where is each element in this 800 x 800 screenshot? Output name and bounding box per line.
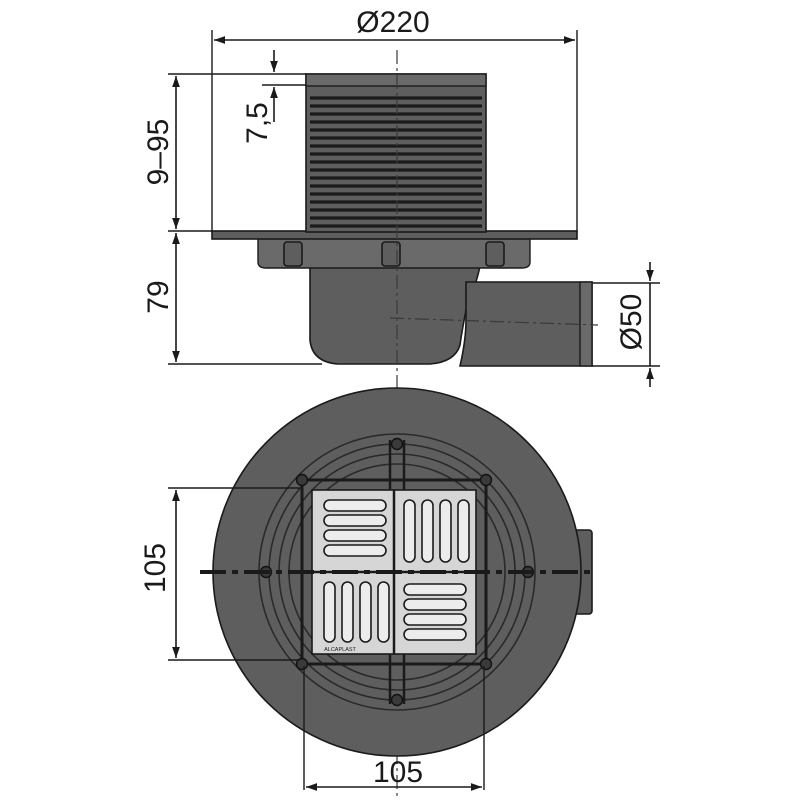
outlet-pipe: [458, 281, 593, 367]
diameter-220-label: Ø220: [356, 6, 429, 39]
thread-ribs: [310, 96, 482, 228]
slot-14: [403, 613, 467, 626]
width-105-label: 105: [373, 756, 423, 789]
outlet-pipe-end: [579, 281, 593, 367]
grate-logo: ALCAPLAST: [324, 647, 356, 653]
slot-12: [403, 583, 467, 596]
screw-1: [479, 473, 493, 487]
slot-3: [323, 544, 387, 557]
flange-boss-2: [381, 241, 401, 267]
grate-slots: [323, 499, 470, 643]
offset-7-5-label: 7,5: [241, 102, 274, 144]
screw-5: [390, 693, 404, 707]
slot-13: [403, 598, 467, 611]
slot-15: [403, 628, 467, 641]
screw-3: [479, 657, 493, 671]
screw-2: [295, 657, 309, 671]
slot-5: [421, 499, 434, 563]
height-79-label: 79: [142, 280, 175, 313]
height-105-label: 105: [139, 543, 172, 593]
slot-11: [377, 581, 390, 643]
screw-4: [390, 437, 404, 451]
top-view: ALCAPLAST 105 105: [139, 387, 596, 791]
drain-body: [309, 265, 481, 365]
diameter-50-label: Ø50: [615, 294, 648, 351]
slot-4: [403, 499, 416, 563]
grate-screws: [259, 437, 535, 707]
extension-rim: [305, 73, 487, 87]
slot-8: [323, 581, 336, 643]
slot-6: [439, 499, 452, 563]
slot-10: [359, 581, 372, 643]
flange-boss-1: [283, 241, 303, 267]
slot-1: [323, 514, 387, 527]
side-view: Ø220 9–95 7,5 79 Ø50: [142, 6, 660, 800]
slot-2: [323, 529, 387, 542]
height-9-95-label: 9–95: [142, 119, 175, 186]
slot-7: [457, 499, 470, 563]
slot-9: [341, 581, 354, 643]
slot-0: [323, 499, 387, 512]
flange-boss-3: [485, 241, 505, 267]
screw-0: [295, 473, 309, 487]
outlet-centerline: [389, 317, 599, 326]
